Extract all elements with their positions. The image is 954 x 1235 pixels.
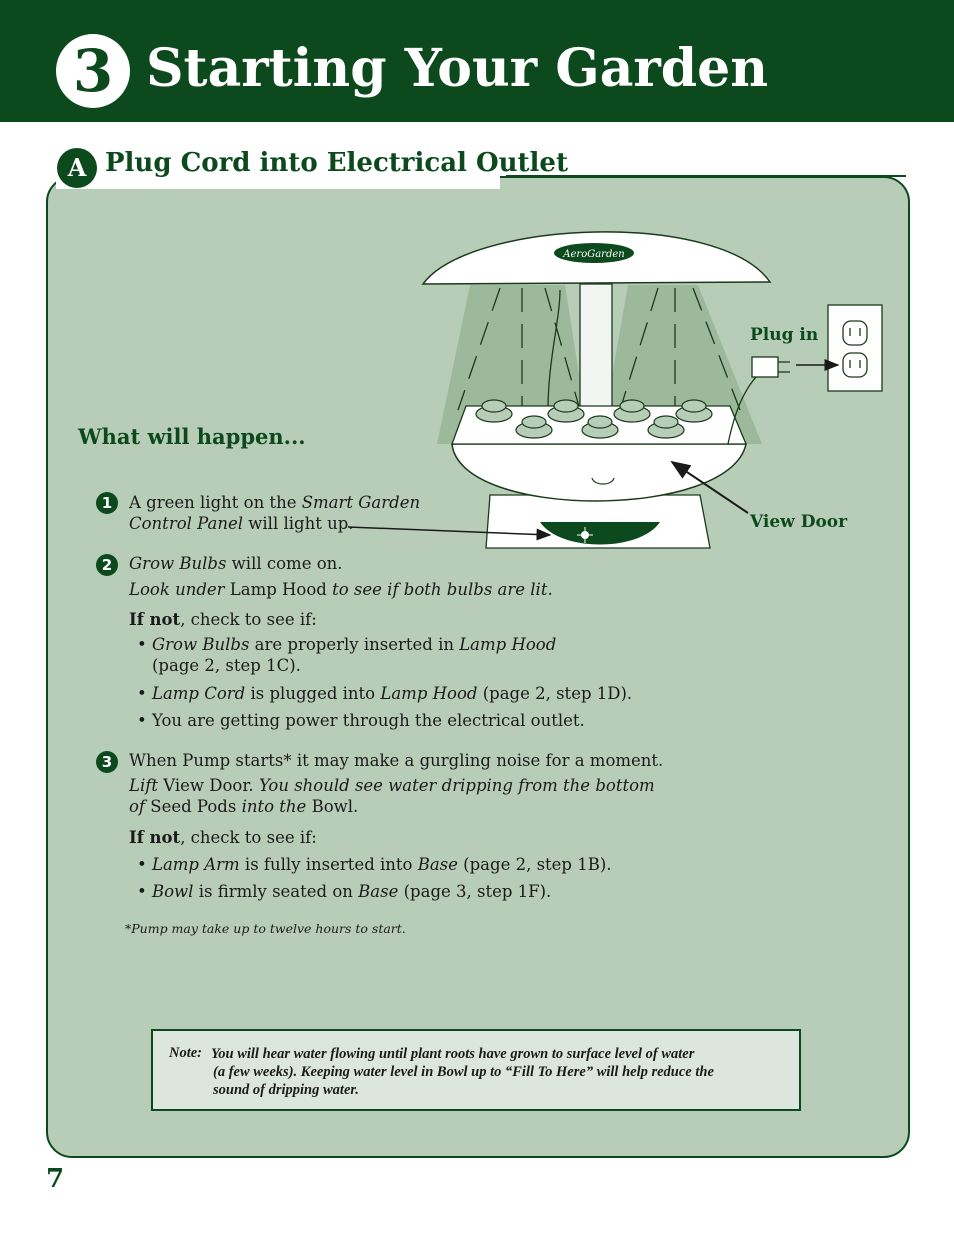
note-label: Note: xyxy=(169,1045,203,1061)
step-3-bullet-1: • Lamp Arm is fully inserted into Base (… xyxy=(137,855,612,874)
control-panel xyxy=(540,522,660,545)
view-door-label: View Door xyxy=(750,512,848,532)
footnote: *Pump may take up to twelve hours to sta… xyxy=(125,921,406,936)
step-2-bullet-3: • You are getting power through the elec… xyxy=(137,711,585,730)
note-body: You will hear water flowing until plant … xyxy=(211,1045,791,1099)
note-line-1: You will hear water flowing until plant … xyxy=(211,1046,695,1062)
section-heading-tab xyxy=(56,147,500,189)
light-rays xyxy=(457,287,741,411)
outlet-sockets xyxy=(842,320,868,378)
step-2-line-2: Look under Lamp Hood to see if both bulb… xyxy=(129,580,553,599)
step-2-bullet-2: • Lamp Cord is plugged into Lamp Hood (p… xyxy=(137,684,633,703)
page-number: 7 xyxy=(46,1164,65,1194)
electrical-outlet xyxy=(827,304,883,392)
step-number-badge: 3 xyxy=(56,34,130,108)
section-rule xyxy=(506,175,906,177)
step-3-line-1: When Pump starts* it may make a gurgling… xyxy=(129,751,664,770)
step-1-line-2: Control Panel will light up. xyxy=(129,514,354,533)
step-2-bullet-1: • Grow Bulbs are properly inserted in La… xyxy=(137,635,557,654)
step-3-if-not: If not, check to see if: xyxy=(129,828,317,847)
step-2-if-not: If not, check to see if: xyxy=(129,610,317,629)
view-door xyxy=(591,477,615,485)
step-2-badge: 2 xyxy=(96,554,118,576)
light-beam-left xyxy=(437,285,590,444)
step-2-bullet-1-cont: (page 2, step 1C). xyxy=(152,656,301,675)
brand-logo-text: AeroGarden xyxy=(562,249,624,260)
seed-pods xyxy=(475,399,713,439)
note-line-3: sound of dripping water. xyxy=(213,1082,359,1098)
lamp-arm xyxy=(579,283,613,415)
page-header: 3 Starting Your Garden xyxy=(0,0,954,122)
page-title: Starting Your Garden xyxy=(146,38,769,99)
step-3-bullet-2: • Bowl is firmly seated on Base (page 3,… xyxy=(137,882,552,901)
control-panel-arrow xyxy=(347,526,552,541)
step-3-line-2: Lift View Door. You should see water dri… xyxy=(129,776,655,795)
step-2-line-1: Grow Bulbs will come on. xyxy=(129,554,343,573)
section-badge: A xyxy=(57,148,97,188)
plug-in-label: Plug in xyxy=(750,325,819,345)
brand-logo xyxy=(554,243,634,263)
lamp-cord xyxy=(547,289,561,411)
step-1-badge: 1 xyxy=(96,492,118,514)
plug xyxy=(751,356,779,378)
bowl xyxy=(451,443,747,502)
note-box: Note: You will hear water flowing until … xyxy=(151,1029,801,1111)
step-1-line-1: A green light on the Smart Garden xyxy=(129,493,421,512)
section-title: Plug Cord into Electrical Outlet xyxy=(105,148,568,178)
step-3-line-3: of Seed Pods into the Bowl. xyxy=(129,797,359,816)
note-line-2: (a few weeks). Keeping water level in Bo… xyxy=(213,1064,714,1080)
view-door-arrow xyxy=(670,460,749,514)
step-3-badge: 3 xyxy=(96,751,118,773)
what-will-happen-heading: What will happen... xyxy=(78,424,306,449)
